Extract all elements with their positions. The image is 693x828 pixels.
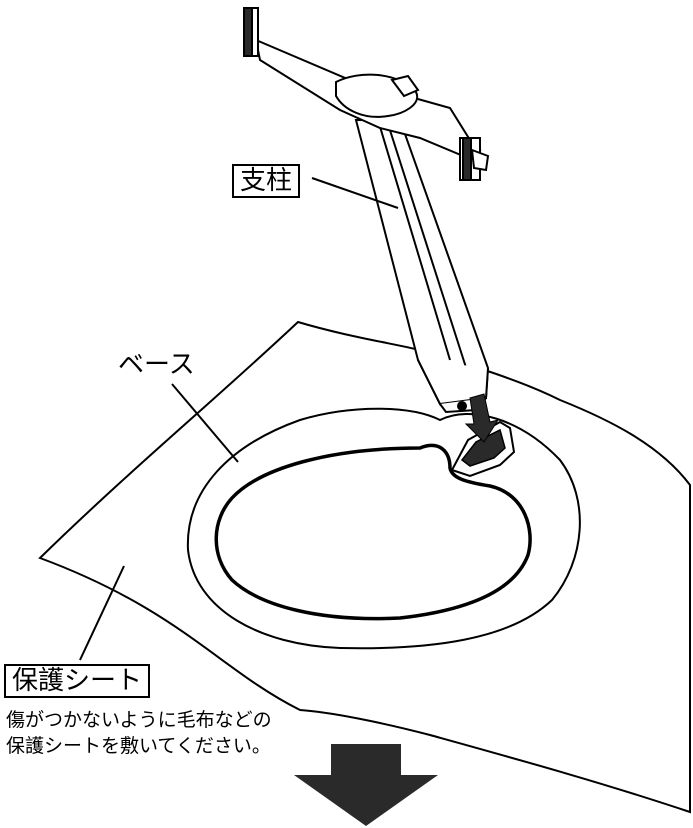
base-outer-ring bbox=[186, 407, 581, 650]
camera-arm bbox=[243, 7, 490, 181]
sheet-leader-line bbox=[79, 565, 125, 661]
base-label: ベース bbox=[118, 350, 195, 380]
protective-sheet bbox=[38, 320, 691, 814]
base-leader-line bbox=[171, 383, 239, 463]
caption-line-2: 保護シートを敷いてください。 bbox=[6, 735, 271, 757]
pillar-leader-line bbox=[311, 177, 399, 209]
pillar-label: 支柱 bbox=[232, 164, 301, 198]
base-socket bbox=[450, 420, 516, 478]
base-inner-plate bbox=[214, 443, 532, 621]
instruction-caption: 傷がつかないように毛布などの 保護シートを敷いてください。 bbox=[6, 707, 272, 759]
down-arrow-icon bbox=[464, 393, 500, 443]
big-down-arrow-icon bbox=[294, 744, 438, 826]
sheet-label: 保護シート bbox=[4, 664, 151, 698]
caption-line-1: 傷がつかないように毛布などの bbox=[6, 709, 272, 731]
